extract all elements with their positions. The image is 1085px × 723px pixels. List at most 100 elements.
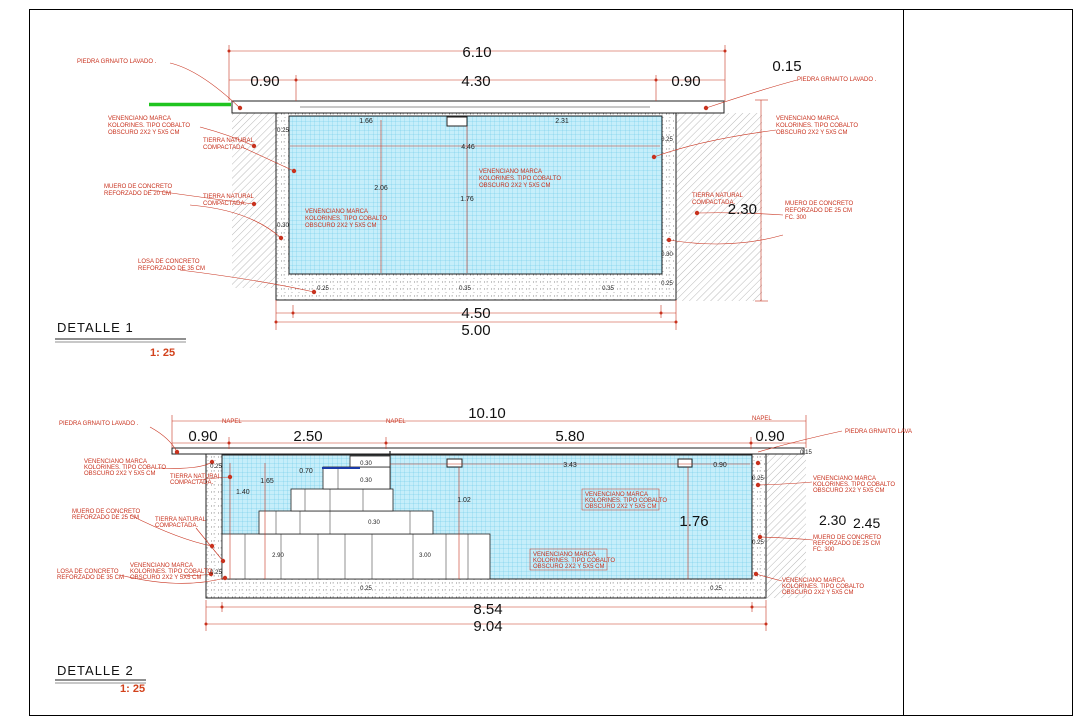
d2-note-venec-left-2: KOLORINES. TIPO COBALTO	[84, 465, 166, 471]
d2-small-1: 0.25	[210, 464, 222, 470]
d1-note-muro-right-1: MUERO DE CONCRETO	[785, 201, 854, 207]
d1-dim-depth-left: 2.06	[374, 185, 388, 192]
d2-dim-depth: 1.76	[679, 513, 708, 530]
d1-dim-depth-center: 1.76	[460, 196, 474, 203]
d1-note-venec-right-1: VENENCIANO MARCA	[776, 116, 839, 122]
d1-slab-c: 0.35	[459, 286, 471, 292]
d2-note-venec-left-3: OBSCURO 2X2 Y 5X5 CM	[84, 471, 155, 477]
d1-small-tl: 0.25	[277, 128, 289, 134]
d2-small-5: 0.15	[800, 450, 812, 456]
d2-note-venec-l2-1: VENENCIANO MARCA	[130, 563, 193, 569]
sheet-border	[29, 9, 1073, 716]
d2-box-a-1: VENENCIANO MARCA	[585, 492, 648, 498]
d1-dim-right: 0.90	[671, 73, 700, 90]
d2-small-4: 0.25	[710, 586, 722, 592]
d1-dim-b: 2.31	[555, 118, 569, 125]
d2-note-piedra-right: PIEDRA GRNAITO LAVA	[845, 429, 912, 435]
d1-dim-bottom-outer: 5.00	[461, 322, 490, 339]
d2-note-tierra-1b: COMPACTADA.	[170, 480, 213, 486]
d1-dim-extra: 0.15	[772, 58, 801, 75]
d2-skimmer-2	[677, 458, 693, 468]
d1-slab-r: 0.35	[602, 286, 614, 292]
d2-note-losa-2: REFORZADO DE 35 CM	[57, 575, 124, 581]
d2-dim-b: 5.80	[555, 428, 584, 445]
d2-step-3: 0.30	[368, 520, 380, 526]
d1-note-tierra-r1: TIERRA NATURAL	[692, 193, 744, 199]
d2-dim-a: 2.50	[293, 428, 322, 445]
d2-dim-h: 2.30	[819, 512, 846, 528]
d2-note-losa-1: LOSA DE CONCRETO	[57, 569, 119, 575]
d2-dim-bottom-inner: 8.54	[473, 601, 502, 618]
d2-dim-i: 2.45	[853, 515, 880, 531]
d2-note-muro-left-1: MUERO DE CONCRETO	[72, 509, 141, 515]
d2-step-5: 3.00	[419, 553, 431, 559]
d2-title: DETALLE 2	[57, 663, 134, 678]
d2-note-muro-left-2: REFORZADO DE 25 CM	[72, 515, 139, 521]
d2-earth-right	[766, 453, 806, 598]
d1-note-tierra-2b: COMPACTADA.	[203, 201, 246, 207]
d2-note-venec-l2-2: KOLORINES. TIPO COBALTO	[130, 569, 212, 575]
d2-dim-i-d: 1.02	[457, 497, 471, 504]
d1-title: DETALLE 1	[57, 320, 134, 335]
d1-note-venec-center-1: VENENCIANO MARCA	[479, 169, 542, 175]
d2-napel-2: NAPEL	[386, 419, 406, 425]
d2-small-3: 0.25	[360, 586, 372, 592]
d2-box-a-2: KOLORINES. TIPO COBALTO	[585, 498, 667, 504]
skimmer	[446, 116, 468, 127]
d2-scale: 1: 25	[120, 683, 145, 695]
d2-dim-i-f: 0.90	[713, 462, 727, 469]
d1-note-venec-left-3: OBSCURO 2X2 Y 5X5 CM	[108, 130, 179, 136]
d2-note-tierra-2a: TIERRA NATURAL	[155, 517, 207, 523]
d2-dim-left: 0.90	[188, 428, 217, 445]
d2-skimmer-1	[446, 458, 463, 468]
d2-note-venec-r2-2: KOLORINES. TIPO COBALTO	[782, 584, 864, 590]
d2-note-muro-r-2: REFORZADO DE 25 CM	[813, 541, 880, 547]
d1-note-venec-left-2: KOLORINES. TIPO COBALTO	[108, 123, 190, 129]
d1-note-piedra-right: PIEDRA GRNAITO LAVADO .	[797, 77, 877, 83]
d2-note-venec-r-1: VENENCIANO MARCA	[813, 476, 876, 482]
d2-box-b-3: OBSCURO 2X2 Y 5X5 CM	[533, 564, 604, 570]
pool-water	[288, 115, 663, 275]
d1-note-muro-left-1: MUERO DE CONCRETO	[104, 184, 173, 190]
detalle-1: 6.10 0.90 4.30 0.90 0.15 2.30 4.50 5.00 …	[55, 44, 877, 359]
d2-dim-right: 0.90	[755, 428, 784, 445]
d1-note-venec-right-3: OBSCURO 2X2 Y 5X5 CM	[776, 130, 847, 136]
d1-dim-a: 1.66	[359, 118, 373, 125]
d1-note-tierra-2a: TIERRA NATURAL	[203, 194, 255, 200]
d2-coping	[171, 447, 805, 455]
d1-note-venec-right-2: KOLORINES. TIPO COBALTO	[776, 123, 858, 129]
d1-small-mr: 0.30	[661, 252, 673, 258]
d1-small-br: 0.25	[661, 281, 673, 287]
d1-note-piedra-left: PIEDRA GRNAITO LAVADO .	[77, 59, 157, 65]
d1-note-tierra-1b: COMPACTADA.	[203, 145, 246, 151]
d2-note-venec-l2-3: OBSCURO 2X2 Y 5X5 CM	[130, 575, 201, 581]
d1-note-venec-left-1: VENENCIANO MARCA	[108, 116, 171, 122]
d1-dim-bottom-inner: 4.50	[461, 305, 490, 322]
d1-note-muro-left-2: REFORZADO DE 20 CM	[104, 191, 171, 197]
d2-note-venec-r-3: OBSCURO 2X2 Y 5X5 CM	[813, 488, 884, 494]
d1-small-tr: 0.25	[661, 137, 673, 143]
d1-note-losa-1: LOSA DE CONCRETO	[138, 259, 200, 265]
d1-note-tierra-1a: TIERRA NATURAL	[203, 138, 255, 144]
d2-note-venec-r2-1: VENENCIANO MARCA	[782, 578, 845, 584]
d2-dim-i-a: 1.40	[236, 489, 250, 496]
d2-note-venec-r-2: KOLORINES. TIPO COBALTO	[813, 482, 895, 488]
d1-note-losa-2: REFORZADO DE 35 CM	[138, 266, 205, 272]
d2-step-4: 2.90	[272, 553, 284, 559]
d2-dim-i-e: 3.43	[563, 462, 577, 469]
d2-small-2: 0.25	[210, 570, 222, 576]
d2-box-a-3: OBSCURO 2X2 Y 5X5 CM	[585, 504, 656, 510]
d1-note-muro-right-3: FC. 300	[785, 215, 807, 221]
d1-scale: 1: 25	[150, 347, 175, 359]
d1-note-venec-inner-3: OBSCURO 2X2 Y 5X5 CM	[305, 223, 376, 229]
d1-note-venec-inner-2: KOLORINES. TIPO COBALTO	[305, 216, 387, 222]
d2-note-muro-r-1: MUERO DE CONCRETO	[813, 535, 882, 541]
d2-note-venec-left-1: VENENCIANO MARCA	[84, 459, 147, 465]
d2-step-2: 0.30	[360, 478, 372, 484]
d2-step-1: 0.30	[360, 461, 372, 467]
d1-small-ml: 0.30	[277, 223, 289, 229]
d1-note-venec-center-3: OBSCURO 2X2 Y 5X5 CM	[479, 183, 550, 189]
d1-note-tierra-r2: COMPACTADA.	[692, 200, 735, 206]
d2-dim-i-b: 1.65	[260, 478, 274, 485]
